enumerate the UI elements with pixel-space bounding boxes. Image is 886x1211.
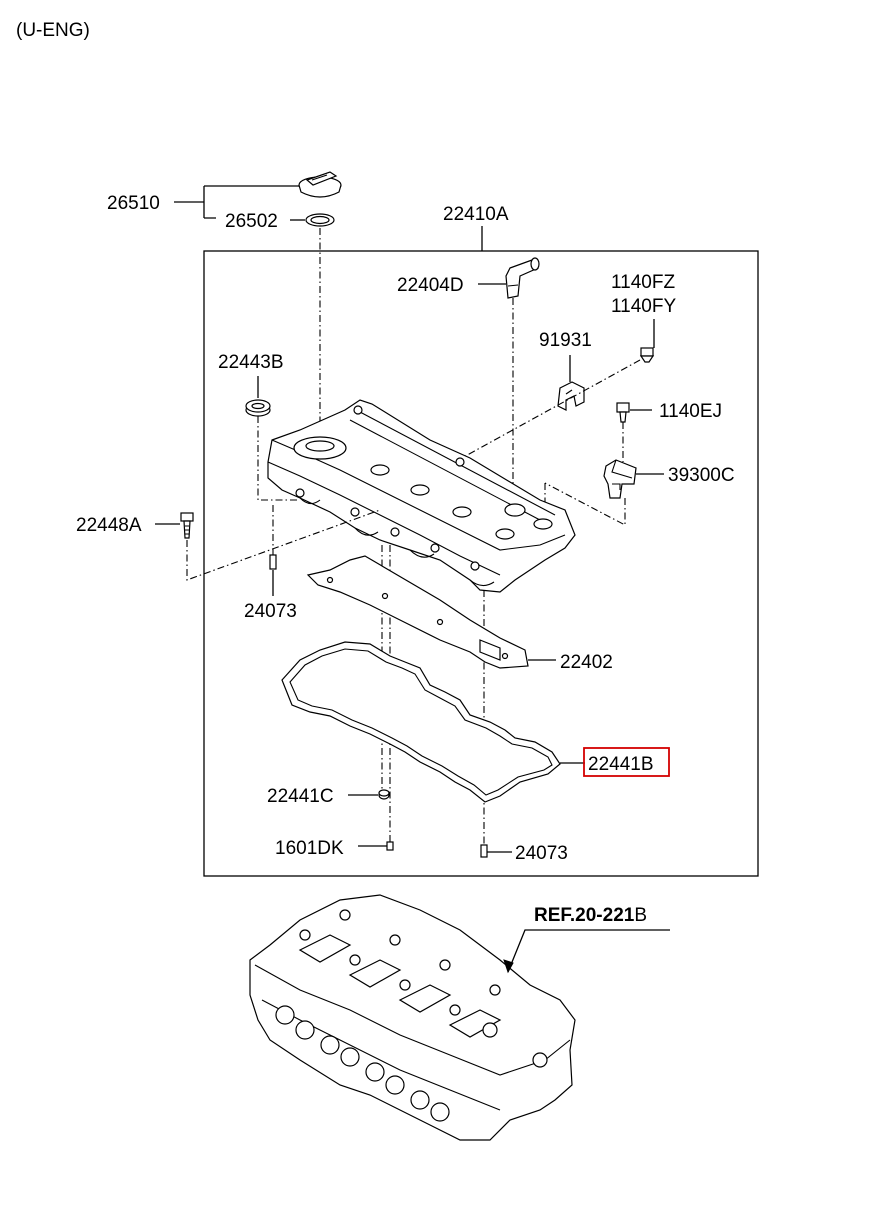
bolt-1140fz[interactable] — [639, 347, 655, 363]
leader-bolt-axis — [439, 359, 641, 471]
dowel-24073-upper[interactable] — [269, 554, 277, 570]
label-26510[interactable]: 26510 — [107, 193, 160, 214]
label-1140EJ[interactable]: 1140EJ — [659, 401, 722, 422]
label-22443B[interactable]: 22443B — [218, 352, 284, 373]
cam-sensor-39300c[interactable] — [603, 459, 637, 499]
diagram-title: (U-ENG) — [16, 20, 90, 41]
ref-arrowhead — [503, 959, 514, 974]
label-26502[interactable]: 26502 — [225, 211, 278, 232]
bolt-1140ej[interactable] — [616, 402, 630, 423]
bolt-axis-22448a — [186, 509, 381, 581]
label-24073-upper[interactable]: 24073 — [244, 601, 297, 622]
label-1601DK[interactable]: 1601DK — [275, 838, 344, 859]
label-22402[interactable]: 22402 — [560, 652, 613, 673]
plug-1601dk[interactable] — [386, 841, 394, 851]
assembly-frame — [203, 250, 759, 877]
label-39300C[interactable]: 39300C — [668, 465, 735, 486]
seal-axis — [257, 416, 300, 501]
cylinder-head[interactable] — [249, 894, 576, 1141]
reference-label[interactable]: REF.20-221B — [534, 905, 647, 926]
highlight-box — [583, 747, 670, 777]
washer-22441c[interactable] — [378, 789, 390, 800]
leader-26510 — [174, 185, 299, 219]
label-22404D[interactable]: 22404D — [397, 275, 464, 296]
label-1140FY[interactable]: 1140FY — [611, 296, 676, 317]
baffle-plate-22402[interactable] — [306, 555, 529, 669]
bolt-22448a[interactable] — [180, 512, 194, 539]
oil-filler-cap[interactable] — [298, 171, 342, 198]
label-22441B[interactable]: 22441B — [588, 754, 654, 775]
bracket-91931[interactable] — [557, 381, 585, 411]
label-1140FZ[interactable]: 1140FZ — [611, 272, 675, 293]
dowel-24073-lower[interactable] — [480, 844, 488, 858]
label-22441C[interactable]: 22441C — [267, 786, 334, 807]
pcv-fitting[interactable] — [505, 257, 540, 299]
leader-ref — [507, 929, 670, 973]
label-22410A[interactable]: 22410A — [443, 204, 509, 225]
cap-seal[interactable] — [305, 213, 335, 227]
reference-bold: REF.20-221 — [534, 905, 635, 926]
label-91931[interactable]: 91931 — [539, 330, 592, 351]
label-22448A[interactable]: 22448A — [76, 515, 142, 536]
seal-22443b[interactable] — [245, 399, 271, 417]
rocker-cover[interactable] — [267, 399, 576, 593]
reference-suffix: B — [634, 905, 647, 926]
label-24073-lower[interactable]: 24073 — [515, 843, 568, 864]
gasket-22441b[interactable] — [281, 641, 561, 803]
